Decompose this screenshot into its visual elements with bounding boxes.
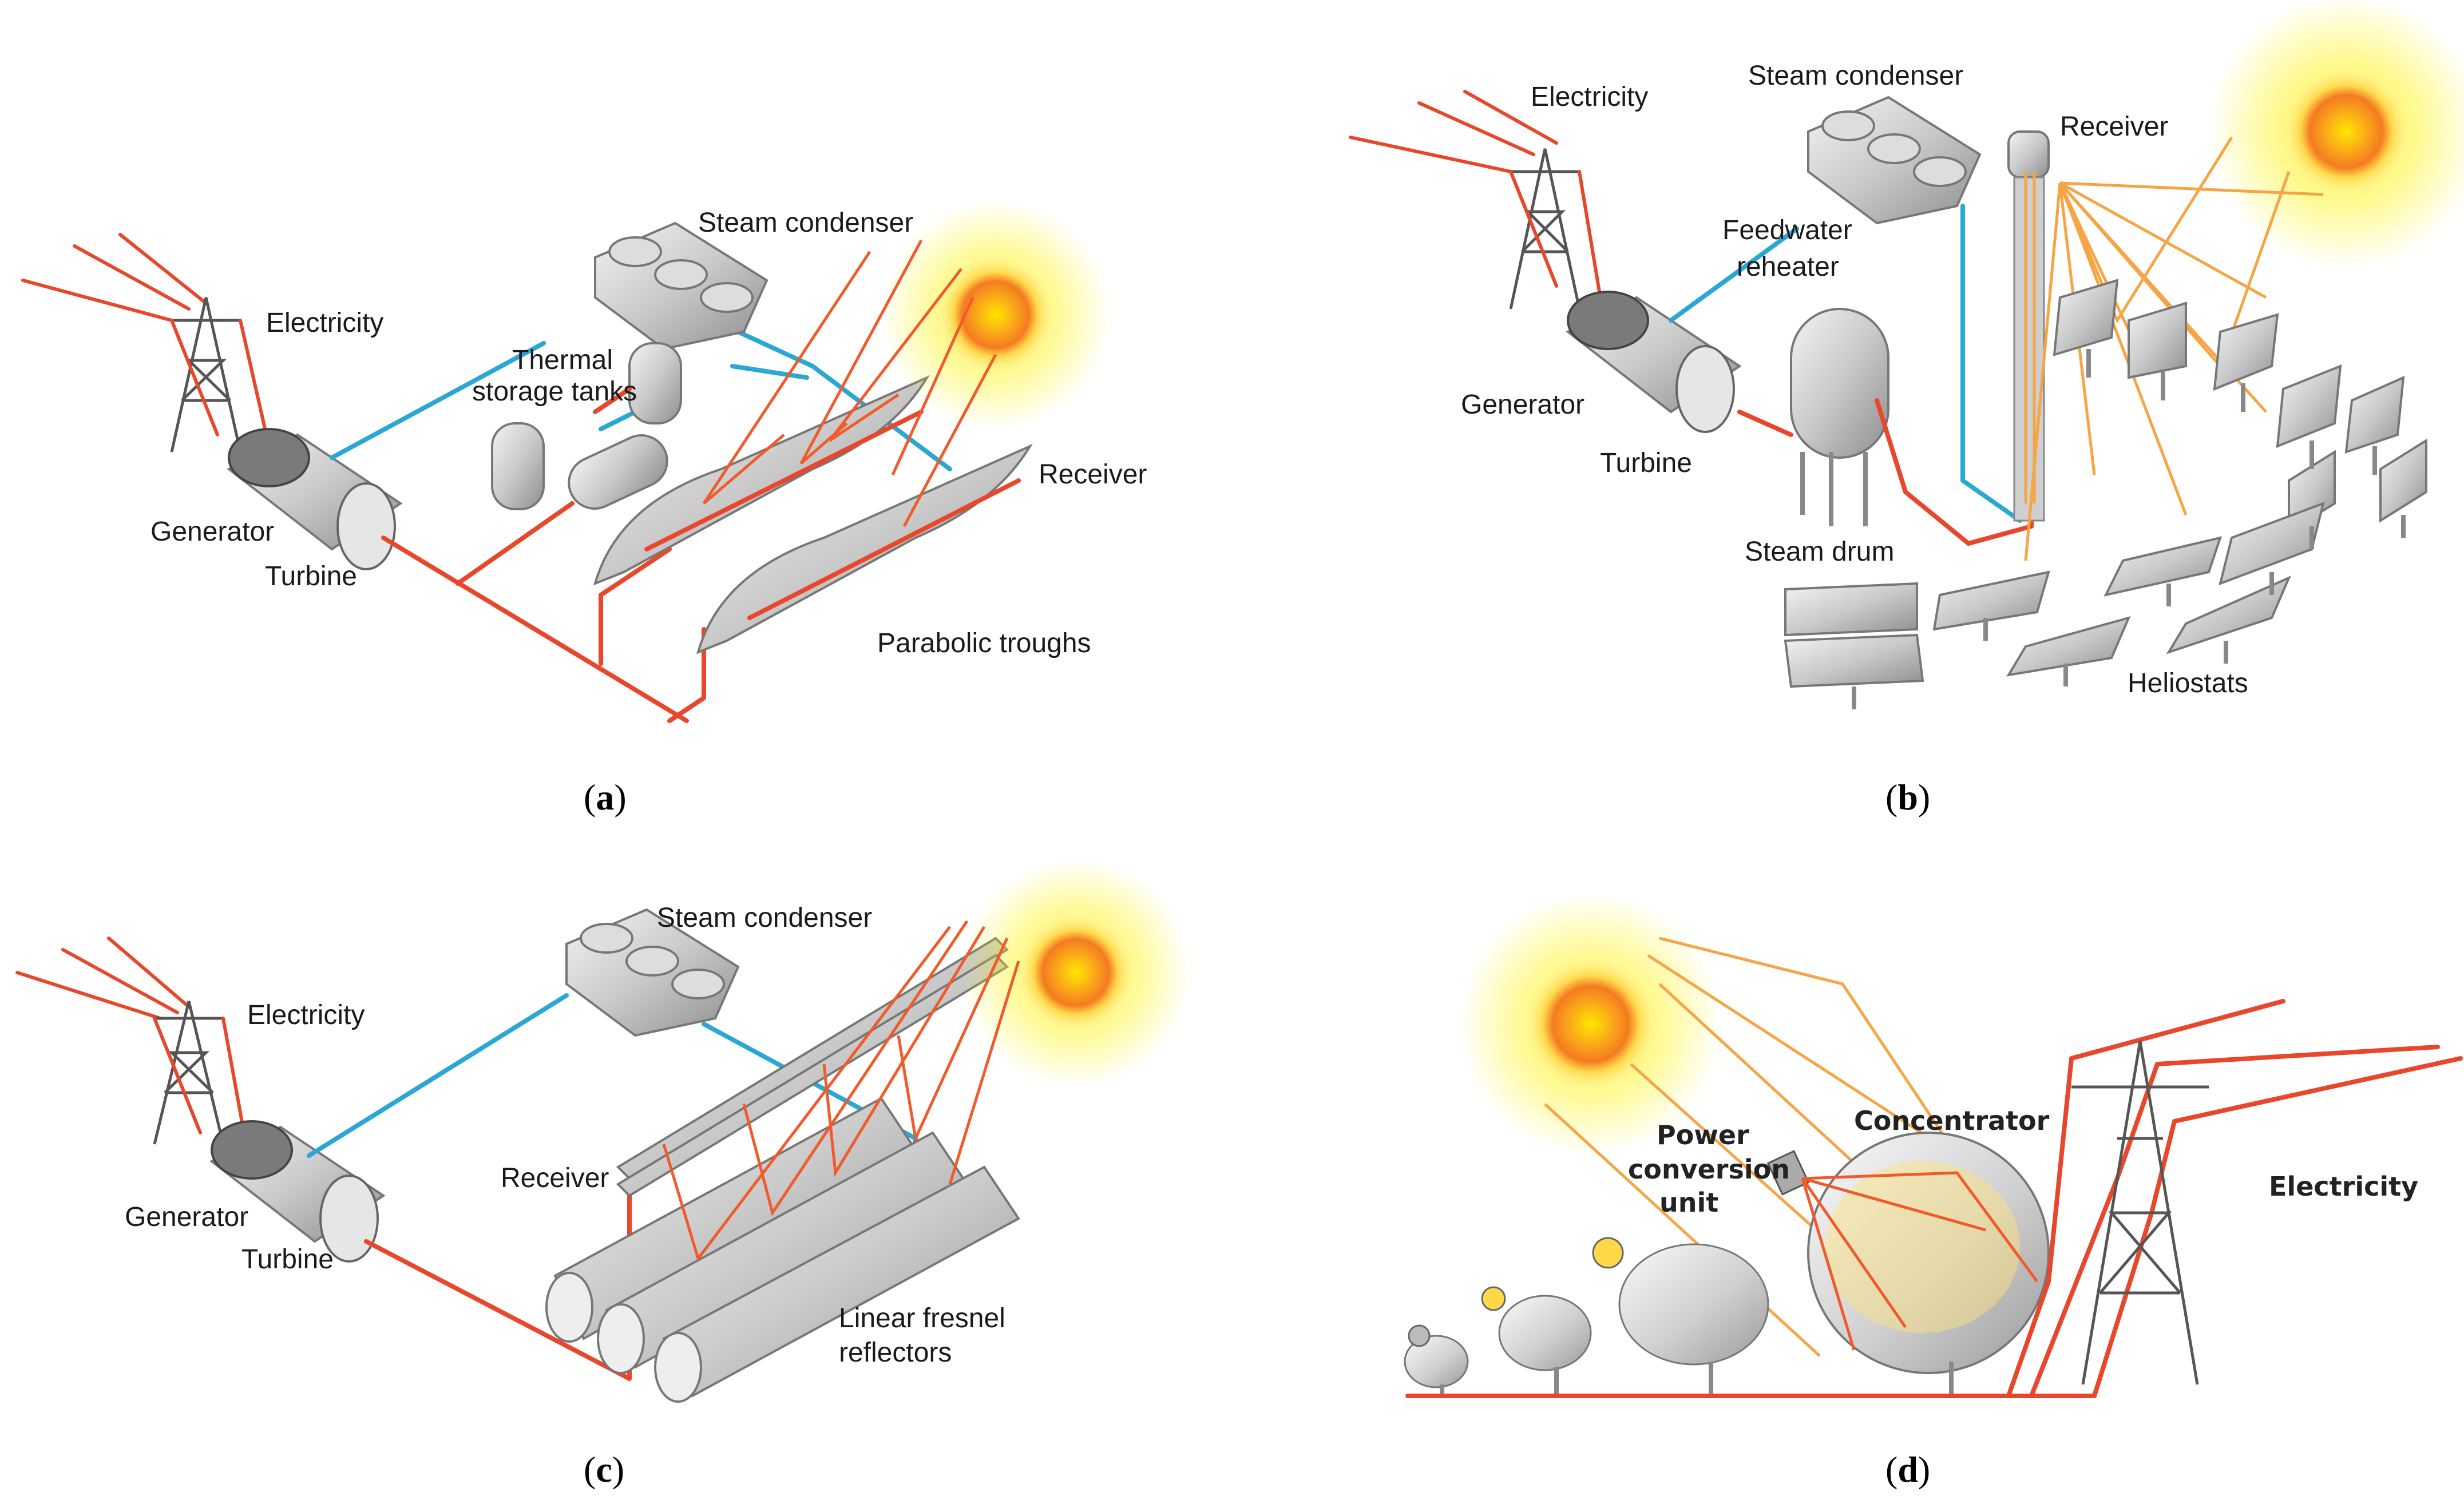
transmission-tower-icon [153, 1001, 225, 1145]
caption-c: (c) [584, 1449, 624, 1490]
sun-icon [2209, 0, 2464, 269]
label-turbine: Turbine [241, 1244, 334, 1275]
dish-icon [1592, 1237, 1769, 1396]
label-feedwater-2: reheater [1737, 252, 1839, 282]
label-thermal-2: storage tanks [472, 376, 637, 407]
label-steam-condenser: Steam condenser [1748, 61, 1963, 91]
label-turbine: Turbine [265, 561, 357, 592]
parabolic-troughs-icon [593, 375, 1033, 654]
generator-turbine-icon [1566, 291, 1742, 433]
label-electricity: Electricity [266, 308, 383, 338]
label-electricity: Electricity [2269, 1171, 2418, 1202]
label-parabolic-troughs: Parabolic troughs [877, 628, 1091, 658]
linear-fresnel-reflectors-icon [545, 1097, 1020, 1403]
transmission-tower-icon [170, 297, 242, 453]
steam-drum-icon [1790, 308, 1889, 526]
thermal-storage-tanks-icon [491, 342, 682, 510]
label-fresnel-2: reflectors [839, 1338, 952, 1368]
label-receiver: Receiver [501, 1163, 609, 1193]
label-receiver: Receiver [1039, 459, 1147, 490]
caption-d: (d) [1885, 1449, 1930, 1490]
steam-condenser-icon [1807, 96, 1982, 225]
dish-icon [1404, 1324, 1469, 1396]
label-generator: Generator [1461, 390, 1584, 420]
caption-a: (a) [584, 777, 627, 818]
label-generator: Generator [150, 517, 274, 547]
label-heliostats: Heliostats [2128, 668, 2248, 699]
panel-b: Electricity Steam condenser Receiver Fee… [1349, 0, 2464, 818]
sun-icon [961, 858, 1190, 1087]
transmission-tower-icon [1509, 148, 1581, 309]
label-steam-condenser: Steam condenser [657, 903, 872, 933]
steam-condenser-icon [565, 908, 740, 1037]
label-electricity: Electricity [247, 1000, 365, 1030]
label-power-2: conversion [1628, 1154, 1790, 1185]
dish-icon [1481, 1286, 1592, 1396]
label-feedwater-1: Feedwater [1722, 215, 1852, 245]
label-steam-condenser: Steam condenser [698, 208, 913, 238]
label-turbine: Turbine [1600, 448, 1692, 478]
steam-condenser-icon [594, 221, 768, 351]
sun-icon [881, 200, 1110, 429]
label-thermal-1: Thermal [512, 345, 613, 375]
panel-c: Steam condenser Electricity Receiver Gen… [15, 858, 1190, 1490]
label-generator: Generator [125, 1202, 248, 1232]
label-fresnel-1: Linear fresnel [839, 1303, 1005, 1334]
generator-turbine-icon [227, 428, 403, 570]
panel-d: Power conversion unit Concentrator Elect… [1404, 892, 2463, 1490]
caption-b: (b) [1885, 777, 1930, 818]
label-electricity: Electricity [1531, 82, 1648, 112]
label-power-1: Power [1657, 1120, 1749, 1150]
sun-icon [1459, 892, 1722, 1156]
transmission-tower-icon [2071, 1041, 2209, 1385]
label-concentrator: Concentrator [1854, 1105, 2050, 1136]
panel-a: Steam condenser Electricity Thermal stor… [21, 200, 1147, 818]
label-receiver: Receiver [2060, 112, 2168, 142]
generator-turbine-icon [209, 1120, 386, 1263]
heliostats-icon [1784, 279, 2427, 709]
concentrator-dish-icon [1766, 1132, 2050, 1396]
receiver-tower-icon [2007, 130, 2050, 522]
label-steam-drum: Steam drum [1745, 537, 1894, 567]
label-power-3: unit [1659, 1187, 1718, 1218]
